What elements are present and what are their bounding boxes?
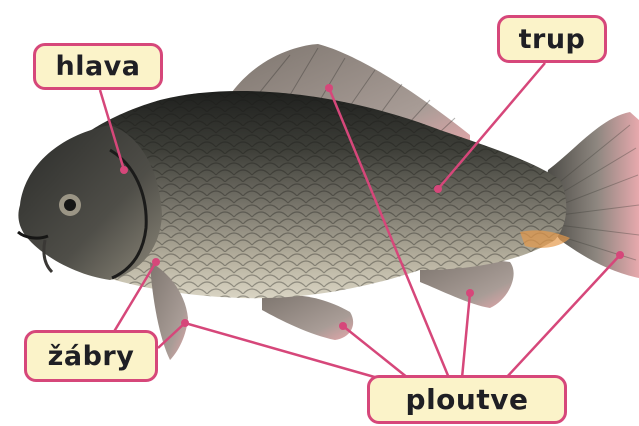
pointer-dot-pectoral	[181, 319, 189, 327]
label-gills: žábry	[24, 330, 158, 382]
leader-line-fin-tail	[506, 255, 620, 378]
label-fins: ploutve	[367, 375, 567, 424]
pointer-dot-dorsal	[325, 84, 333, 92]
pointer-dot-gills	[152, 258, 160, 266]
leader-line-fin-anal	[462, 293, 470, 378]
pointer-dot-pelvic	[339, 322, 347, 330]
pointer-dot-body	[434, 185, 442, 193]
pointer-dot-head	[120, 166, 128, 174]
label-head: hlava	[33, 43, 163, 90]
pointer-dot-anal	[466, 289, 474, 297]
label-body: trup	[497, 15, 607, 63]
fish-head	[18, 125, 162, 280]
pelvic-fin	[262, 295, 353, 340]
pointer-dot-tail	[616, 251, 624, 259]
